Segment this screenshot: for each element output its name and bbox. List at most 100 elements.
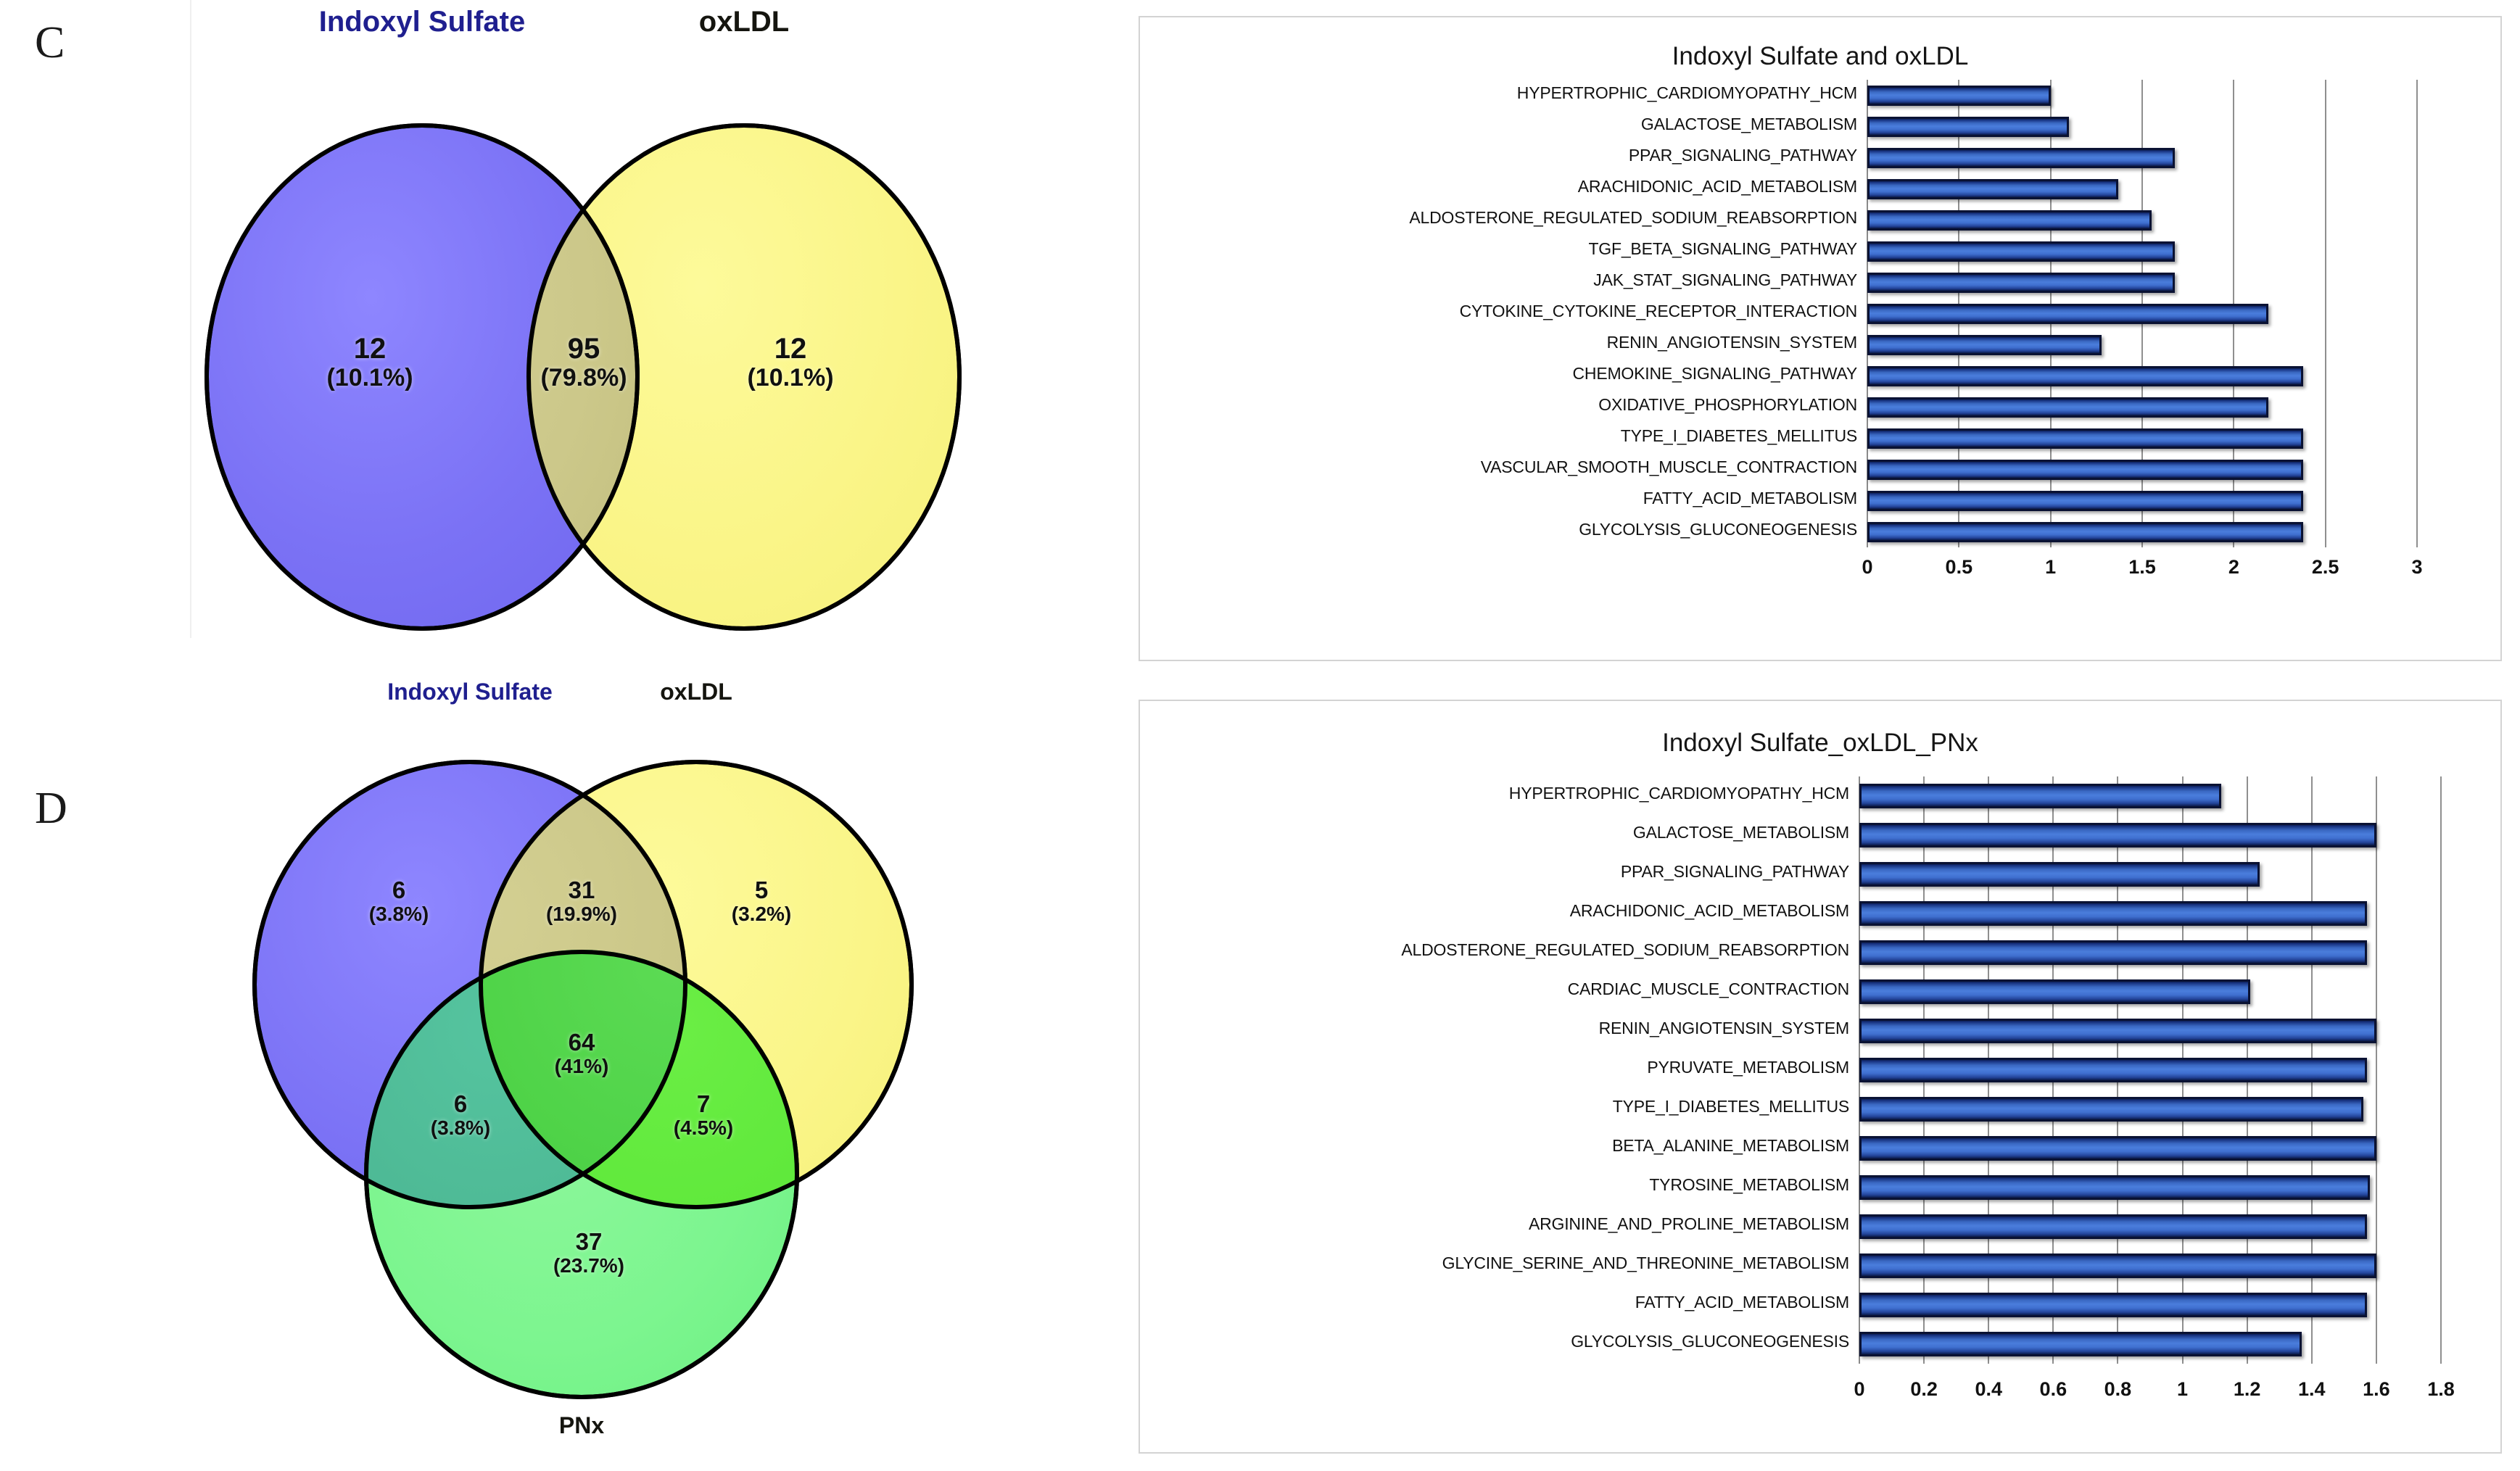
bar [1859,1136,2376,1161]
venn-c-label-left: 12 (10.1%) [326,333,413,392]
venn-c-title-left: Indoxyl Sulfate [318,6,526,38]
venn-d-set-pnx [364,950,799,1399]
x-tick-label: 0.8 [2104,1378,2132,1400]
x-tick-label: 0.6 [2039,1378,2067,1400]
bar [1859,940,2367,965]
category-label: HYPERTROPHIC_CARDIOMYOPATHY_HCM [1508,784,1849,803]
bar [1867,85,2051,106]
category-label: ARACHIDONIC_ACID_METABOLISM [1569,901,1849,921]
category-label: RENIN_ANGIOTENSIN_SYSTEM [1606,332,1858,352]
category-label: ARGININE_AND_PROLINE_METABOLISM [1529,1214,1849,1234]
category-label: JAK_STAT_SIGNALING_PATHWAY [1593,270,1857,289]
bar [1867,272,2176,293]
bar [1859,1332,2302,1356]
venn-d-label-indoxyl-pnx: 6 (3.8%) [430,1090,491,1139]
x-tick-label: 3 [2411,556,2423,578]
category-label: GLYCINE_SERINE_AND_THREONINE_METABOLISM [1442,1254,1850,1273]
category-label: GLYCOLYSIS_GLUCONEOGENESIS [1579,519,1857,539]
bar [1859,1254,2376,1278]
category-label: RENIN_ANGIOTENSIN_SYSTEM [1598,1019,1850,1038]
x-tick-label: 1.6 [2363,1378,2390,1400]
x-tick-label: 0.5 [1945,556,1973,578]
venn-d-label-oxldl-only: 5 (3.2%) [731,877,792,925]
venn-diagram-d: D Indoxyl Sulfate oxLDL PNx 6 (3.8%) 31 … [0,674,1117,1471]
bar [1859,784,2222,808]
venn-c-title-right: oxLDL [698,6,790,38]
bar [1867,397,2269,418]
category-label: GLYCOLYSIS_GLUCONEOGENESIS [1571,1332,1849,1351]
panel-letter-d: D [35,784,67,833]
bar [1859,823,2376,848]
chart2-title: Indoxyl Sulfate_oxLDL_PNx [1662,729,1978,757]
bar [1859,1058,2367,1082]
bar [1867,210,2152,231]
venn-d-title-indoxyl: Indoxyl Sulfate [387,679,553,705]
venn-d-label-indoxyl-oxldl: 31 (19.9%) [545,877,618,925]
category-label: GALACTOSE_METABOLISM [1632,823,1849,842]
panel-letter-c: C [35,18,65,67]
category-label: HYPERTROPHIC_CARDIOMYOPATHY_HCM [1516,83,1857,102]
gridline [2416,80,2418,547]
gridline [2375,776,2377,1364]
venn-d-label-indoxyl-only: 6 (3.8%) [368,877,429,925]
x-tick-label: 0.2 [1910,1378,1938,1400]
category-label: TGF_BETA_SIGNALING_PATHWAY [1588,239,1857,258]
chart2-plot-area: HYPERTROPHIC_CARDIOMYOPATHY_HCM GALACTOSE… [1140,768,2503,1449]
bar [1859,1097,2364,1122]
x-tick-label: 1 [2177,1378,2189,1400]
venn-d-label-oxldl-pnx: 7 (4.5%) [673,1090,734,1139]
x-tick-label: 0 [1862,556,1873,578]
category-label: VASCULAR_SMOOTH_MUSCLE_CONTRACTION [1480,457,1858,476]
x-tick-label: 2.5 [2311,556,2339,578]
bar [1859,1019,2376,1043]
category-label: PPAR_SIGNALING_PATHWAY [1620,862,1849,882]
category-label: FATTY_ACID_METABOLISM [1635,1293,1849,1312]
bar [1867,241,2176,262]
category-label: TYPE_I_DIABETES_MELLITUS [1612,1097,1849,1116]
category-label: FATTY_ACID_METABOLISM [1643,488,1857,507]
x-tick-label: 1.5 [2128,556,2156,578]
x-tick-label: 0 [1854,1378,1865,1400]
venn-d-label-pnx-only: 37 (23.7%) [553,1228,625,1277]
category-label: CARDIAC_MUSCLE_CONTRACTION [1567,979,1850,999]
venn-d-label-all-three: 64 (41%) [554,1029,609,1077]
left-edge-rule [190,0,191,638]
venn-d-title-pnx: PNx [558,1412,605,1438]
venn-diagram-c: C Indoxyl Sulfate oxLDL 12 (10.1%) 95 (7… [0,0,1117,652]
x-tick-label: 1.2 [2233,1378,2261,1400]
x-tick-label: 1 [2045,556,2057,578]
category-label: CHEMOKINE_SIGNALING_PATHWAY [1572,363,1858,383]
category-label: OXIDATIVE_PHOSPHORYLATION [1598,394,1857,414]
x-tick-label: 1.4 [2297,1378,2326,1400]
bar [1859,1175,2370,1200]
bar [1859,862,2260,887]
category-label: BETA_ALANINE_METABOLISM [1612,1136,1849,1156]
bar [1867,334,2102,355]
bar [1867,178,2119,199]
bar [1867,521,2304,542]
category-label: TYPE_I_DIABETES_MELLITUS [1620,426,1857,445]
x-tick-label: 2 [2228,556,2239,578]
bar [1859,1214,2367,1239]
bar [1859,979,2251,1004]
bar [1867,490,2304,511]
category-label: TYROSINE_METABOLISM [1649,1175,1849,1195]
venn-c-label-right: 12 (10.1%) [747,333,834,392]
gridline [2440,776,2442,1364]
bar [1867,147,2176,168]
category-label: CYTOKINE_CYTOKINE_RECEPTOR_INTERACTION [1459,301,1858,320]
bar [1867,459,2304,480]
gridline [2324,80,2326,547]
chart1-plot-area: HYPERTROPHIC_CARDIOMYOPATHY_HCM GALACTOSE… [1140,75,2503,648]
chart1-title: Indoxyl Sulfate and oxLDL [1672,42,1969,70]
x-tick-label: 1.8 [2427,1378,2455,1400]
venn-d-title-oxldl: oxLDL [660,679,732,705]
venn-c-label-intersection: 95 (79.8%) [540,333,627,392]
category-label: GALACTOSE_METABOLISM [1640,114,1857,133]
bar [1867,365,2304,386]
x-tick-label: 0.4 [1975,1378,2002,1400]
bar [1859,901,2367,926]
chart-panel-indoxyl-sulfate-oxldl-pnx: Indoxyl Sulfate_oxLDL_PNx HYPERTROPHIC_C… [1139,700,2502,1454]
category-label: PYRUVATE_METABOLISM [1647,1058,1849,1077]
category-label: ALDOSTERONE_REGULATED_SODIUM_REABSORPTIO… [1409,207,1857,227]
